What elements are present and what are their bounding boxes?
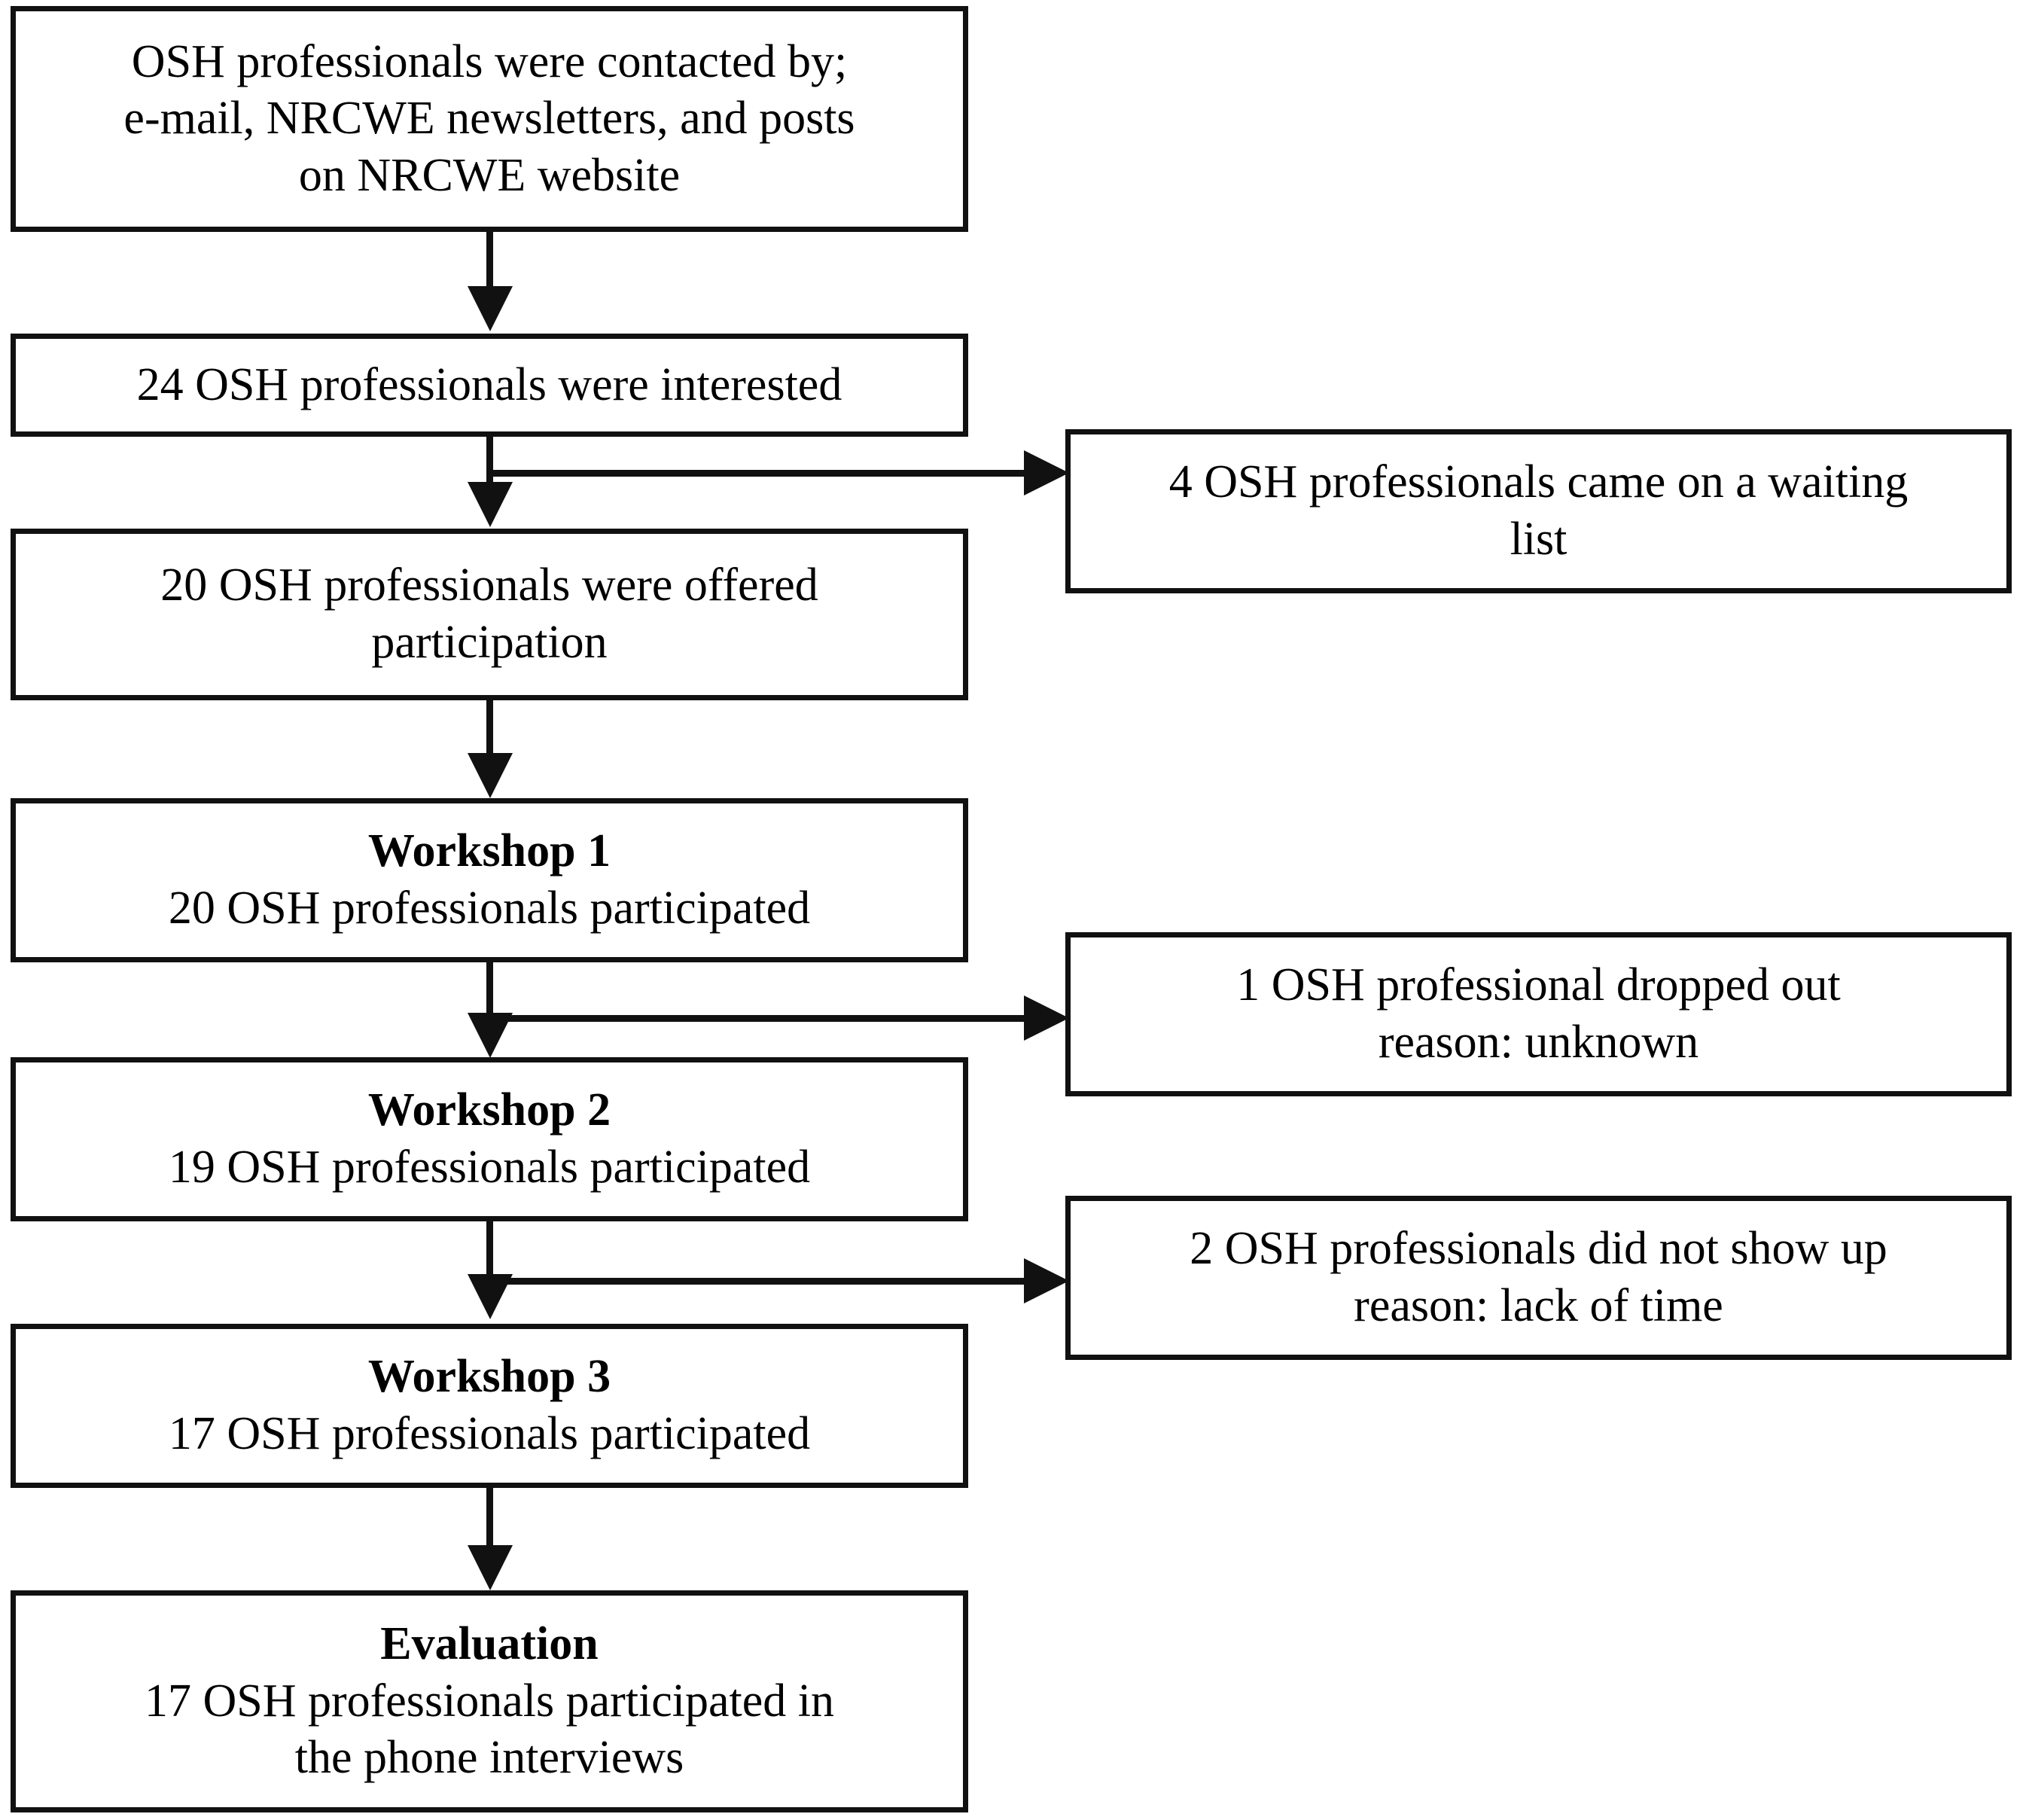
node-dropped-out[interactable]: 1 OSH professional dropped out reason: u… [1065, 932, 2012, 1096]
node-dropped-out-line-1: 1 OSH professional dropped out [1236, 959, 1841, 1011]
node-recruitment-line-3: on NRCWE website [298, 149, 681, 201]
node-workshop-1[interactable]: Workshop 1 20 OSH professionals particip… [11, 798, 968, 962]
node-recruitment-line-1: OSH professionals were contacted by; [131, 35, 848, 87]
connector-workshop-3-to-evaluation-stem [486, 1488, 493, 1556]
connector-workshop-1-to-dropped-out-line [486, 1015, 1035, 1022]
node-evaluation-line-3: the phone interviews [294, 1732, 684, 1784]
node-workshop-2-title: Workshop 2 [367, 1084, 611, 1136]
connector-workshop-1-to-dropped-out-arrowhead [1024, 995, 1069, 1041]
node-interested-line-1: 24 OSH professionals were interested [136, 358, 842, 410]
node-workshop-3-title: Workshop 3 [367, 1351, 611, 1403]
connector-workshop-2-to-workshop-3-stem [486, 1221, 493, 1297]
node-interested[interactable]: 24 OSH professionals were interested [11, 334, 968, 437]
connector-offered-to-workshop-1-stem [486, 700, 493, 761]
node-no-show-line-1: 2 OSH professionals did not show up [1190, 1223, 1887, 1275]
node-recruitment-line-2: e-mail, NRCWE newsletters, and posts [123, 93, 855, 145]
node-workshop-3-line-2: 17 OSH professionals participated [168, 1408, 811, 1459]
connector-workshop-3-to-evaluation-arrowhead [468, 1545, 513, 1590]
connector-workshop-1-to-workshop-2-stem [486, 962, 493, 1038]
node-evaluation-line-2: 17 OSH professionals participated in [144, 1675, 835, 1727]
node-evaluation-title: Evaluation [380, 1618, 599, 1670]
node-no-show[interactable]: 2 OSH professionals did not show up reas… [1065, 1196, 2012, 1360]
connector-interested-to-waiting-list-line [486, 470, 1035, 477]
node-waiting-list-line-1: 4 OSH professionals came on a waiting [1168, 456, 1909, 508]
node-workshop-1-title: Workshop 1 [367, 825, 611, 877]
node-workshop-2[interactable]: Workshop 2 19 OSH professionals particip… [11, 1057, 968, 1221]
node-recruitment[interactable]: OSH professionals were contacted by; e-m… [11, 6, 968, 232]
node-offered[interactable]: 20 OSH professionals were offered partic… [11, 529, 968, 700]
node-dropped-out-line-2: reason: unknown [1378, 1017, 1699, 1068]
connector-recruitment-to-interested-stem [486, 232, 493, 290]
connector-interested-to-offered-arrowhead [468, 482, 513, 527]
node-no-show-line-2: reason: lack of time [1354, 1280, 1723, 1331]
connector-interested-to-waiting-list-arrowhead [1024, 450, 1069, 495]
node-waiting-list[interactable]: 4 OSH professionals came on a waiting li… [1065, 429, 2012, 593]
node-evaluation[interactable]: Evaluation 17 OSH professionals particip… [11, 1590, 968, 1812]
connector-workshop-2-to-no-show-arrowhead [1024, 1258, 1069, 1303]
node-waiting-list-line-2: list [1510, 514, 1567, 565]
connector-workshop-2-to-no-show-line [486, 1278, 1035, 1285]
node-offered-line-1: 20 OSH professionals were offered [160, 559, 818, 611]
node-workshop-2-line-2: 19 OSH professionals participated [168, 1142, 811, 1193]
node-offered-line-2: participation [371, 617, 608, 668]
node-workshop-3[interactable]: Workshop 3 17 OSH professionals particip… [11, 1324, 968, 1488]
connector-recruitment-to-interested-arrowhead [468, 286, 513, 331]
node-workshop-1-line-2: 20 OSH professionals participated [168, 883, 811, 934]
connector-offered-to-workshop-1-arrowhead [468, 753, 513, 798]
